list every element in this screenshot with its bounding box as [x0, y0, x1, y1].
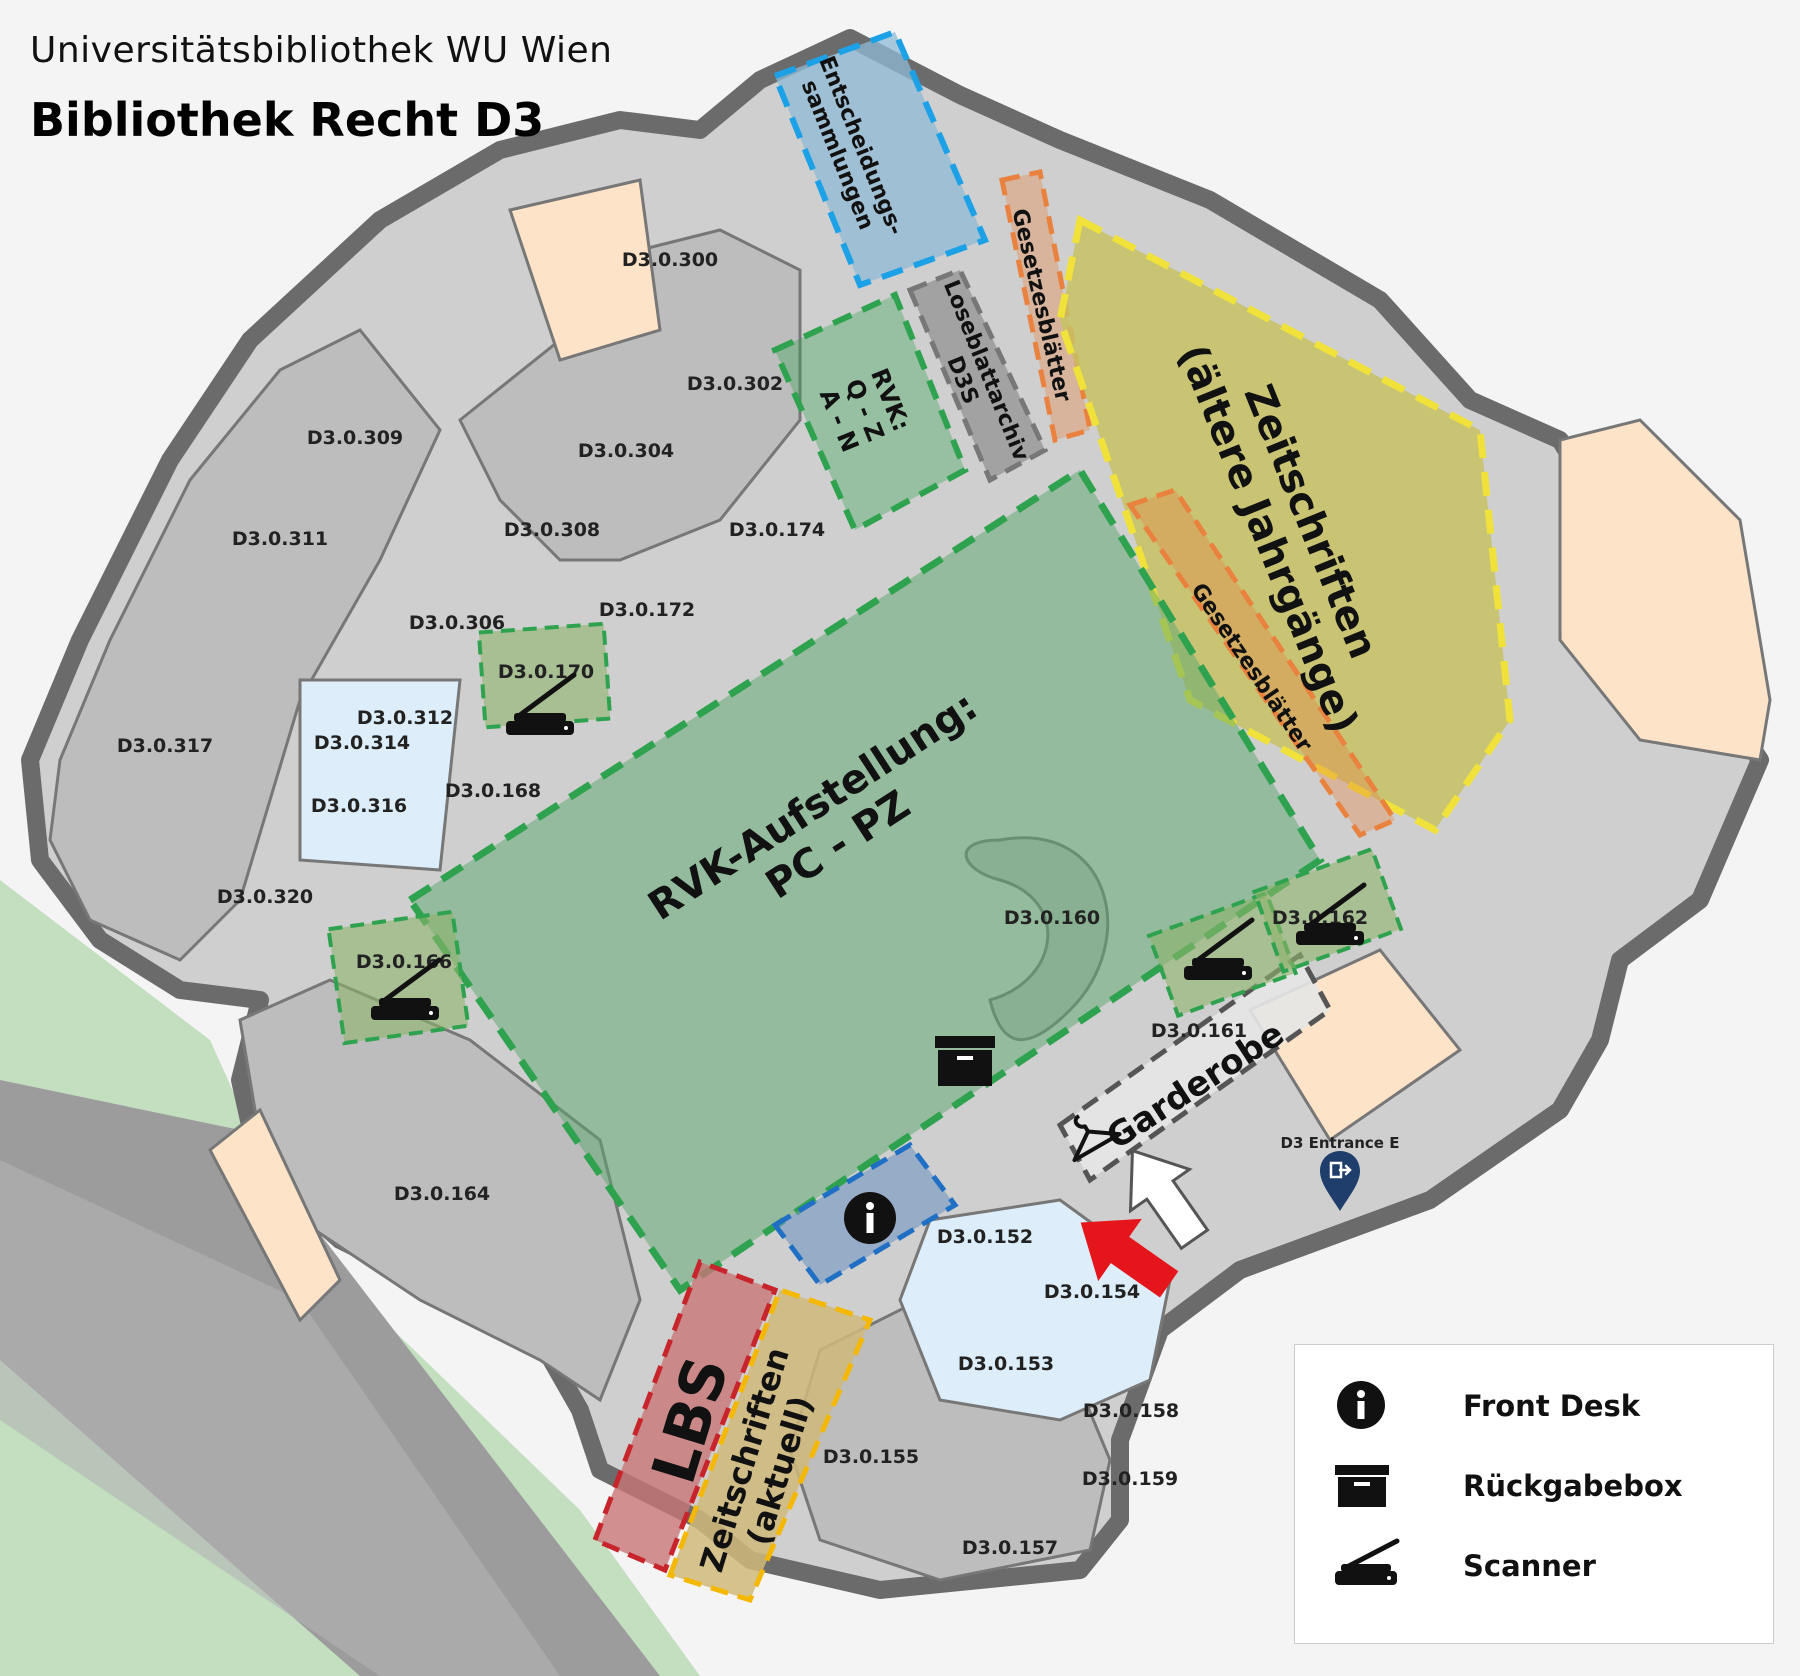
room-label: D3.0.320 — [217, 886, 313, 908]
info-icon — [844, 1192, 896, 1244]
entrance-arrow-white — [1128, 1148, 1210, 1251]
southwest-stair — [208, 1107, 342, 1323]
restroom-block-west — [298, 678, 462, 872]
room-label: D3.0.172 — [599, 599, 695, 621]
surroundings — [0, 880, 700, 1676]
zone-scanner-306 — [476, 621, 613, 730]
entrance-marker-icon — [1320, 1151, 1360, 1211]
room-label: D3.0.316 — [311, 795, 407, 817]
zone-loseblattarchiv — [906, 266, 1049, 484]
legend-item-scanner: Scanner — [1295, 1535, 1773, 1595]
legend-label-scanner: Scanner — [1463, 1549, 1596, 1583]
room-label: D3.0.300 — [622, 249, 718, 271]
room-label: D3.0.302 — [687, 373, 783, 395]
zone-scanner-166 — [326, 909, 471, 1046]
map-legend: Front Desk Rückgabebox Scanner — [1294, 1344, 1774, 1644]
zone-zeitschriften-aeltere — [1056, 214, 1514, 835]
room-label: D3.0.308 — [504, 519, 600, 541]
zone-entscheidungssammlungen — [771, 28, 990, 289]
zone-rvk-main — [405, 465, 1325, 1295]
zones — [326, 28, 1514, 1604]
terrace-area — [0, 1160, 560, 1676]
room-label: D3.0.158 — [1083, 1400, 1179, 1422]
room-label: D3.0.160 — [1004, 907, 1100, 929]
scanner-icon — [1335, 1538, 1400, 1585]
info-icon — [1337, 1381, 1385, 1429]
coat-hanger-icon — [1072, 1114, 1122, 1163]
room-label: D3.0.304 — [578, 440, 674, 462]
room-label: D3.0.312 — [357, 707, 453, 729]
room-label: D3.0.153 — [958, 1353, 1054, 1375]
room-label: D3.0.317 — [117, 735, 213, 757]
zone-garderobe — [1056, 951, 1334, 1184]
return-box-icon — [935, 1036, 995, 1086]
map-header: Universitätsbibliothek WU Wien Bibliothe… — [30, 30, 613, 147]
legend-label-return-box: Rückgabebox — [1463, 1469, 1683, 1503]
room-label: D3.0.170 — [498, 661, 594, 683]
return-box-icon — [1335, 1465, 1389, 1507]
room-label: D3.0.154 — [1044, 1281, 1140, 1303]
legend-label-front-desk: Front Desk — [1463, 1389, 1641, 1423]
map-icons: D3 Entrance E — [371, 675, 1400, 1298]
northwest-stair — [508, 178, 662, 362]
page-title: Bibliothek Recht D3 — [30, 93, 545, 147]
room-label: D3.0.311 — [232, 528, 328, 550]
room-label: D3.0.155 — [823, 1446, 919, 1468]
west-room-block — [48, 328, 442, 962]
zone-gesetzesblaetter-top — [999, 169, 1093, 444]
zone-gesetzesblaetter-bottom — [1126, 487, 1399, 839]
auditorium-steps — [1558, 418, 1772, 762]
organization-name: Universitätsbibliothek WU Wien — [30, 30, 613, 71]
room-label: D3.0.309 — [307, 427, 403, 449]
entrance-arrow-red — [1080, 1218, 1179, 1298]
room-label: D3.0.314 — [314, 732, 410, 754]
legend-item-front-desk: Front Desk — [1295, 1375, 1773, 1435]
room-label: D3.0.174 — [729, 519, 825, 541]
room-label: D3.0.306 — [409, 612, 505, 634]
entrance-label: D3 Entrance E — [1281, 1134, 1400, 1152]
room-label: D3.0.159 — [1082, 1468, 1178, 1490]
zone-rvk-qz — [771, 290, 969, 535]
room-label: D3.0.164 — [394, 1183, 490, 1205]
zone-zeitschriften-aktuell — [666, 1286, 874, 1604]
room-label: D3.0.161 — [1151, 1020, 1247, 1042]
room-label: D3.0.152 — [937, 1226, 1033, 1248]
room-label: D3.0.168 — [445, 780, 541, 802]
zone-lbs — [591, 1258, 779, 1574]
legend-item-return-box: Rückgabebox — [1295, 1455, 1773, 1515]
room-label: D3.0.157 — [962, 1537, 1058, 1559]
label-rvk-qz: RVK:Q - ZA - N — [814, 364, 916, 456]
